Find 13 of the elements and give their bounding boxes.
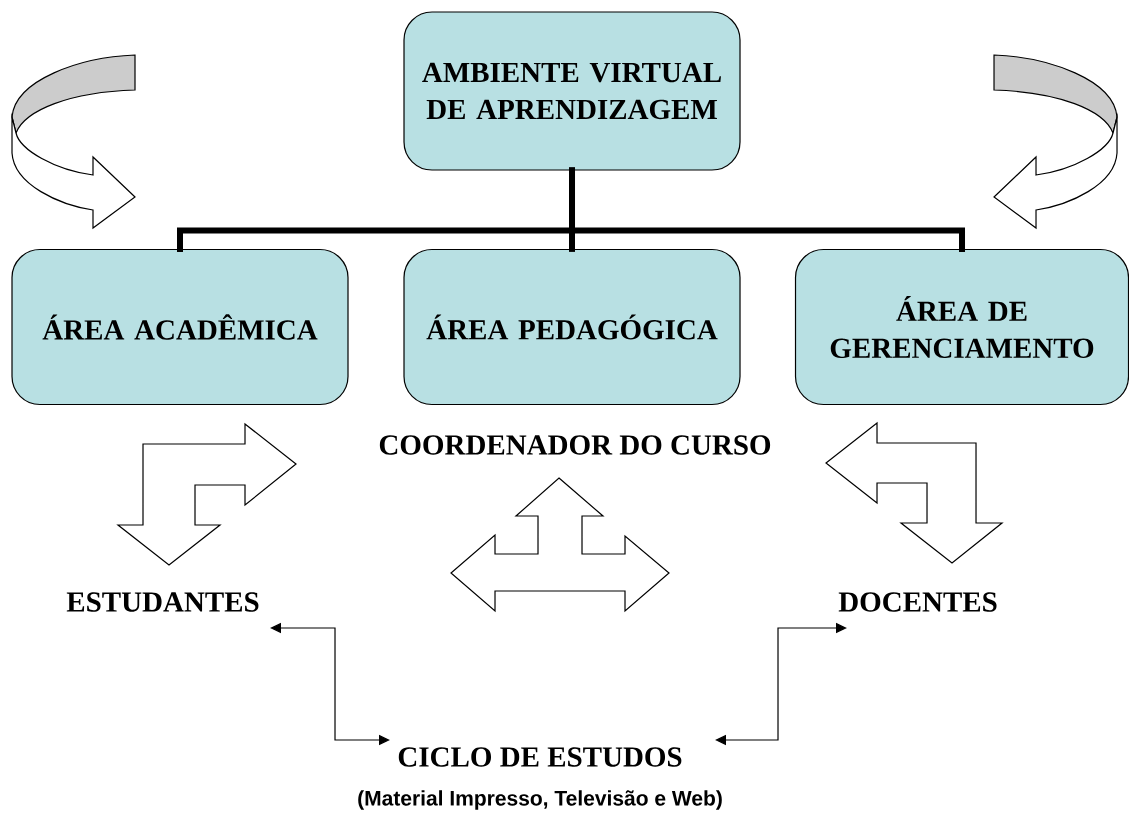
block-arrow: [825, 421, 1004, 564]
role-label: CICLO DE ESTUDOS: [398, 747, 682, 767]
caption-text: (Material Impresso, Televisão e Web): [358, 790, 722, 810]
rounded-box: ÁREA DE GERENCIAMENTO: [794, 248, 1129, 406]
connector-line: [569, 167, 965, 252]
role-label: ESTUDANTES: [66, 592, 259, 612]
block-arrow: [116, 422, 297, 566]
rounded-box: ÁREA ACADÊMICA: [11, 248, 349, 406]
arrow: [715, 622, 847, 746]
rounded-box: ÁREA PEDAGÓGICA: [403, 248, 741, 406]
rounded-box: AMBIENTE VIRTUAL DE APRENDIZAGEM: [403, 11, 741, 171]
role-label: COORDENADOR DO CURSO: [379, 435, 771, 455]
role-label: DOCENTES: [838, 592, 997, 612]
